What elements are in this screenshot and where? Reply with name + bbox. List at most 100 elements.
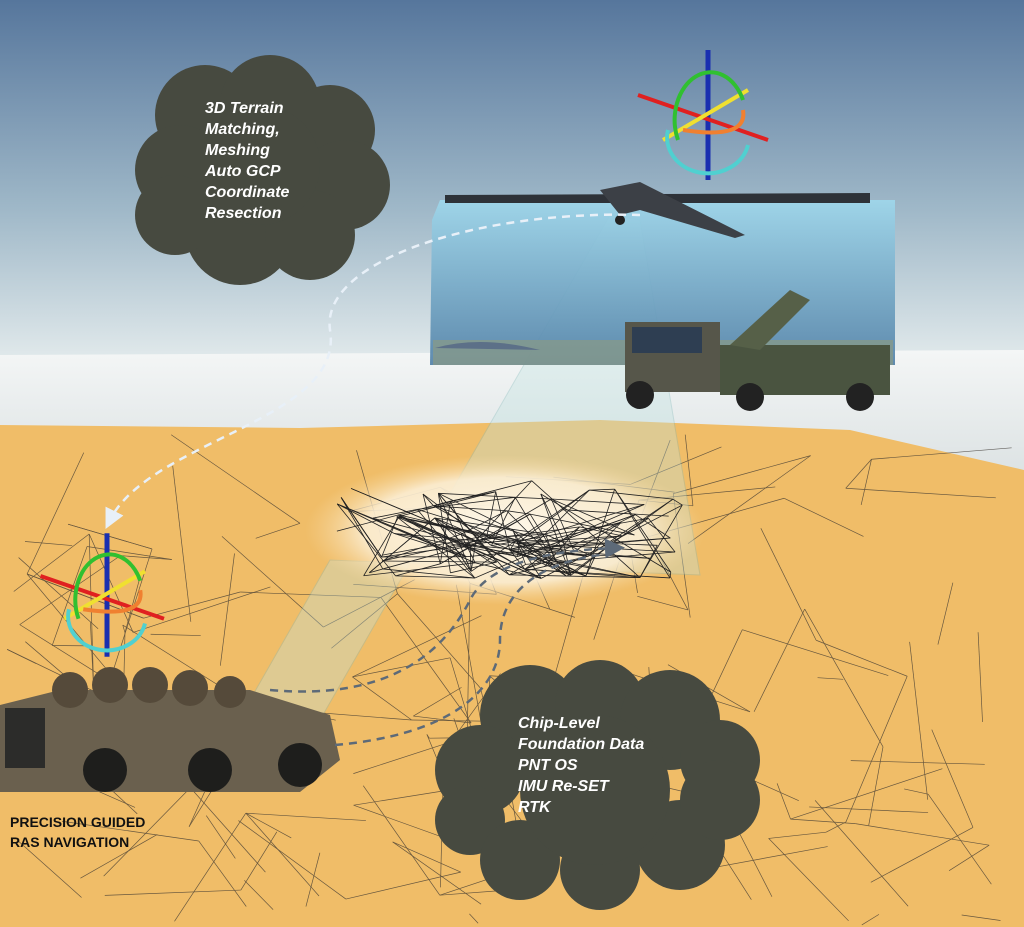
cloud-bottom-line: IMU Re-SET	[518, 778, 609, 795]
mesh-edge	[380, 597, 472, 724]
mesh-edge	[516, 542, 676, 553]
mesh-edge	[245, 812, 292, 839]
mesh-edge	[579, 526, 623, 537]
mesh-edge	[394, 533, 476, 542]
mesh-edge	[669, 572, 672, 578]
mesh-edge	[104, 889, 241, 896]
caption-line-1: PRECISION GUIDED	[10, 814, 146, 830]
mesh-edge	[760, 528, 817, 641]
mesh-edge	[855, 823, 990, 846]
mesh-edge	[768, 831, 827, 839]
mesh-edge	[562, 539, 572, 576]
mesh-edge	[464, 544, 557, 562]
mesh-edge	[438, 493, 472, 572]
mesh-edge	[413, 715, 472, 724]
mesh-edge	[555, 561, 641, 579]
mesh-edge	[394, 533, 467, 558]
mesh-edge	[398, 514, 488, 537]
cloud-bottom	[435, 660, 760, 910]
mesh-edge	[530, 513, 635, 536]
mesh-edge	[369, 517, 436, 574]
mesh-edge	[456, 584, 484, 732]
mesh-edge	[143, 591, 241, 619]
cloud-top-line: Meshing	[205, 142, 270, 159]
mesh-edge	[509, 539, 517, 551]
mesh-edge	[491, 517, 649, 546]
mesh-edge	[614, 488, 671, 579]
mesh-edge	[790, 818, 856, 824]
mesh-edge	[573, 521, 622, 552]
mesh-edge	[784, 497, 864, 537]
pitch-rotation-arc	[73, 552, 143, 620]
highlight-mesh	[336, 480, 683, 579]
mesh-edge	[551, 498, 645, 505]
mesh-edge	[397, 593, 481, 689]
mesh-edge	[814, 800, 909, 907]
vehicle-to-mesh-arrow-2	[334, 553, 601, 747]
mesh-edge	[684, 434, 694, 506]
mesh-edge	[817, 677, 844, 680]
mesh-edge	[466, 583, 471, 740]
mesh-edge	[742, 629, 889, 676]
mesh-edge	[336, 500, 451, 532]
mesh-edge	[255, 523, 301, 539]
mesh-edge	[550, 498, 575, 552]
mesh-edge	[753, 608, 806, 712]
mesh-edge	[587, 498, 674, 557]
mesh-edge	[904, 788, 929, 795]
yaw-rotation-arc	[82, 589, 143, 614]
mesh-edge	[927, 793, 992, 885]
roll-rotation-arc	[66, 608, 147, 653]
mesh-edge	[509, 564, 526, 576]
mesh-edge	[809, 806, 929, 813]
mesh-edge	[24, 541, 73, 546]
mesh-edge	[88, 533, 134, 633]
mesh-edge	[589, 489, 673, 500]
mesh-edge	[13, 533, 90, 592]
pitch-rotation-arc	[672, 70, 745, 141]
cloud-top-line: 3D Terrain	[205, 100, 284, 117]
mesh-edge	[514, 497, 546, 548]
mesh-edge	[860, 459, 872, 506]
mesh-edge	[977, 632, 983, 723]
mesh-edge	[245, 812, 366, 821]
mesh-edge	[422, 493, 435, 507]
mesh-edge	[26, 452, 85, 575]
mesh-edge	[516, 539, 658, 546]
mesh-edge	[450, 561, 497, 574]
mesh-edge	[464, 544, 510, 576]
mesh-edge	[198, 840, 247, 907]
mesh-edge	[776, 783, 791, 820]
cloud-top-line: Matching,	[205, 121, 280, 138]
mesh-edge	[7, 649, 37, 664]
mesh-edge	[438, 492, 516, 498]
mesh-edge	[399, 515, 497, 563]
mesh-edge	[305, 852, 321, 907]
mesh-edge	[635, 514, 671, 539]
mesh-edge	[790, 768, 943, 820]
mesh-edge	[488, 513, 531, 539]
mesh-edge	[512, 529, 567, 577]
mesh-edge	[417, 496, 516, 510]
mesh-edge	[871, 447, 1012, 460]
imu-orientation-gizmo-sky	[637, 50, 769, 180]
mesh-edge	[527, 550, 567, 577]
mesh-edge	[422, 493, 441, 564]
terrain-matching-arrow	[105, 213, 641, 529]
mesh-edge	[961, 914, 1001, 921]
mesh-edge	[825, 821, 847, 833]
mesh-edge	[470, 489, 590, 572]
mesh-edge	[150, 633, 201, 636]
mesh-edge	[16, 839, 82, 898]
mesh-edge	[545, 547, 575, 552]
mesh-edge	[133, 586, 271, 633]
mesh-edge	[434, 517, 465, 545]
mesh-edge	[525, 551, 676, 565]
mesh-edge	[909, 641, 929, 800]
caption: PRECISION GUIDED RAS NAVIGATION	[10, 812, 145, 852]
mesh-edge	[495, 491, 511, 551]
mesh-edge	[540, 493, 671, 573]
mesh-edge	[395, 563, 441, 577]
mesh-edge	[337, 503, 476, 564]
